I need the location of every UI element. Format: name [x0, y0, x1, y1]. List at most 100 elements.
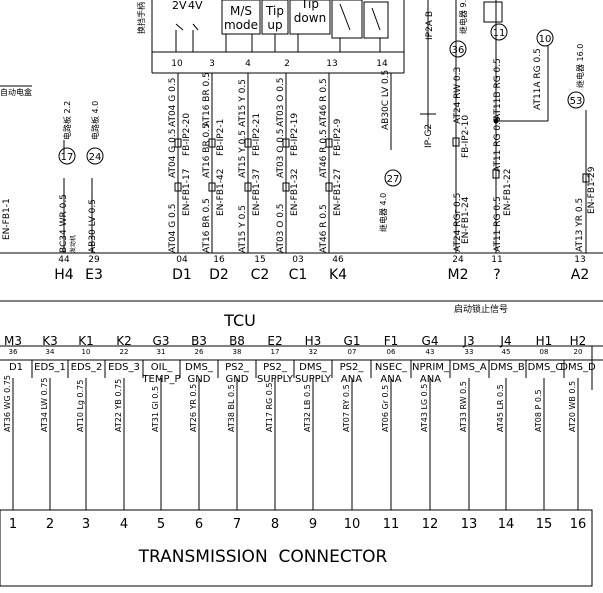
- wire-label-c1: AT03 O 0.5: [276, 203, 286, 253]
- wire-label-c1: AT03 O 0.5: [276, 77, 286, 127]
- connector-signal: DMS_A: [452, 362, 487, 373]
- connector-pin-code: K1: [78, 334, 94, 348]
- wire-connector-at24: FB-IP2-10: [461, 115, 471, 158]
- connector-signal: PS2_: [263, 362, 288, 373]
- connector-mark: [174, 138, 182, 148]
- connector-signal: DMS_B: [490, 362, 525, 373]
- connector-header-row: M336K334K110K222G331B326B838E217H332G107…: [4, 334, 586, 356]
- connector-mark: [325, 182, 333, 192]
- tcu-pin-code: H4: [54, 267, 74, 283]
- wire-label-d1: AT04 G 0.5: [168, 204, 178, 253]
- connector-wire-label: AT33 RW 0.5: [459, 381, 468, 432]
- connector-signal: DMS_: [299, 362, 328, 373]
- connector-pin: 12: [422, 517, 439, 532]
- connector-pin-ref: 26: [195, 348, 204, 356]
- tcu-pin-code: E3: [85, 267, 103, 283]
- connector-pin-ref: 10: [82, 348, 91, 356]
- connector-pin: 5: [157, 517, 165, 532]
- connector-wire-label: AT43 LG 0.5: [420, 384, 429, 432]
- wire-connector-c2: EN-FB1-37: [252, 169, 262, 216]
- connector-pin-ref: 34: [46, 348, 55, 356]
- wire-connector-d1: EN-FB1-17: [182, 169, 192, 216]
- balloon-note-27: 继电器 4.0: [378, 193, 388, 232]
- connector-wire-label: AT08 P 0.5: [534, 389, 543, 432]
- connector-mark: [244, 182, 252, 192]
- relay-block: [483, 1, 503, 23]
- wire-label-d2: AT16 BR 0.5: [202, 123, 212, 178]
- wire-label-at13: AT13 YR 0.5: [575, 198, 585, 252]
- balloon-note-17: 电路板 2.2: [62, 101, 72, 140]
- volt-label-4v: 4V: [188, 0, 203, 12]
- connector-wire-label: AT34 LW 0.75: [40, 378, 49, 432]
- tcu-block: 44H429E304D116D215C203C146K424M211?13A2 …: [0, 252, 603, 330]
- wire-connector-d1: FB-IP2-20: [182, 113, 192, 156]
- connector-mark: [244, 138, 252, 148]
- wire-label-k4: AT46 R 0.5: [319, 204, 329, 253]
- wire-label-d2: AT16 BR 0.5: [202, 198, 212, 253]
- connector-signal: D1: [9, 362, 23, 373]
- tcu-pin-number: 46: [332, 255, 344, 265]
- switch-pin-number: 2: [284, 59, 290, 69]
- wire-label-k4: AT46 R 0.5: [319, 78, 329, 127]
- wire-label-ab30c: AB30C LV 0.5: [381, 70, 391, 130]
- connector-wire-label: AT07 RY 0.5: [342, 384, 351, 432]
- balloon-53: [567, 91, 585, 109]
- connector-pin: 10: [344, 517, 361, 532]
- connector-pin-ref: 32: [309, 348, 318, 356]
- connector-signal: DMS_: [185, 362, 214, 373]
- connector-pin: 3: [82, 517, 90, 532]
- tcu-pin-number: 13: [574, 255, 585, 265]
- connector-pin: 16: [570, 517, 587, 532]
- connector-pin-ref: 20: [574, 348, 583, 356]
- connector-pin: 6: [195, 517, 203, 532]
- wire-connector-c1: EN-FB1-32: [290, 169, 300, 216]
- connector-pin: 7: [233, 517, 241, 532]
- connector-pin-code: H3: [305, 334, 322, 348]
- wire-label-at24: AT24 RW 0.3: [453, 67, 463, 124]
- ms-mode-label: M/S: [230, 4, 252, 18]
- connector-mark: [452, 137, 460, 147]
- connector-signal: NPRIM_: [412, 362, 450, 373]
- connector-pin-ref: 38: [233, 348, 242, 356]
- tip-down-label: Tip: [300, 0, 319, 11]
- connector-pin: 15: [536, 517, 553, 532]
- connector-pin-code: G3: [153, 334, 170, 348]
- connector-wire-label: AT31 Gl 0.5: [151, 386, 160, 432]
- tcu-label: TCU: [223, 311, 256, 330]
- connector-pin-ref: 43: [426, 348, 435, 356]
- connector-signal: PS2_: [340, 362, 365, 373]
- connector-mark: [492, 169, 500, 179]
- tcu-pin-code: K4: [329, 267, 347, 283]
- connector-pin-code: H1: [536, 334, 553, 348]
- wire-label-k4: AT46 R 0.5: [319, 129, 329, 178]
- balloon-note-24: 电路板 4.0: [90, 101, 100, 140]
- connector-signal: DMS_D: [560, 362, 596, 373]
- connector-pin-code: G4: [422, 334, 439, 348]
- tcu-pin-number: 04: [176, 255, 188, 265]
- wire-label-bc34: BC34 WR 0.5: [59, 194, 69, 253]
- connector-pin-ref: 06: [387, 348, 396, 356]
- left-edge-cn-label: 自动电盒: [0, 87, 32, 97]
- wire-label-at11a: AT11A RG 0.5: [533, 48, 543, 110]
- switch-pin-number: 13: [326, 59, 337, 69]
- connector-pin: 2: [46, 517, 54, 532]
- tip-up-label: Tip: [265, 4, 284, 18]
- tcu-pin-number: 16: [213, 255, 225, 265]
- connector-title: TRANSMISSION CONNECTOR: [138, 547, 388, 567]
- switch-pin-number: 3: [209, 59, 215, 69]
- tcu-pin-number: 24: [452, 255, 464, 265]
- connector-signal-cells: D1EDS_1EDS_2EDS_3OIL_TEMP_PDMS_GNDPS2_GN…: [9, 360, 596, 385]
- balloon-27: [384, 169, 402, 187]
- wire-label-d2: AT16 BR 0.5: [202, 72, 212, 127]
- connector-mark: [208, 138, 216, 148]
- connector-wire-label: AT06 Gr 0.5: [381, 385, 390, 432]
- connector-pin: 1: [9, 517, 17, 532]
- wire-connector-k4: EN-FB1-27: [333, 169, 343, 216]
- balloon-10: [536, 29, 554, 47]
